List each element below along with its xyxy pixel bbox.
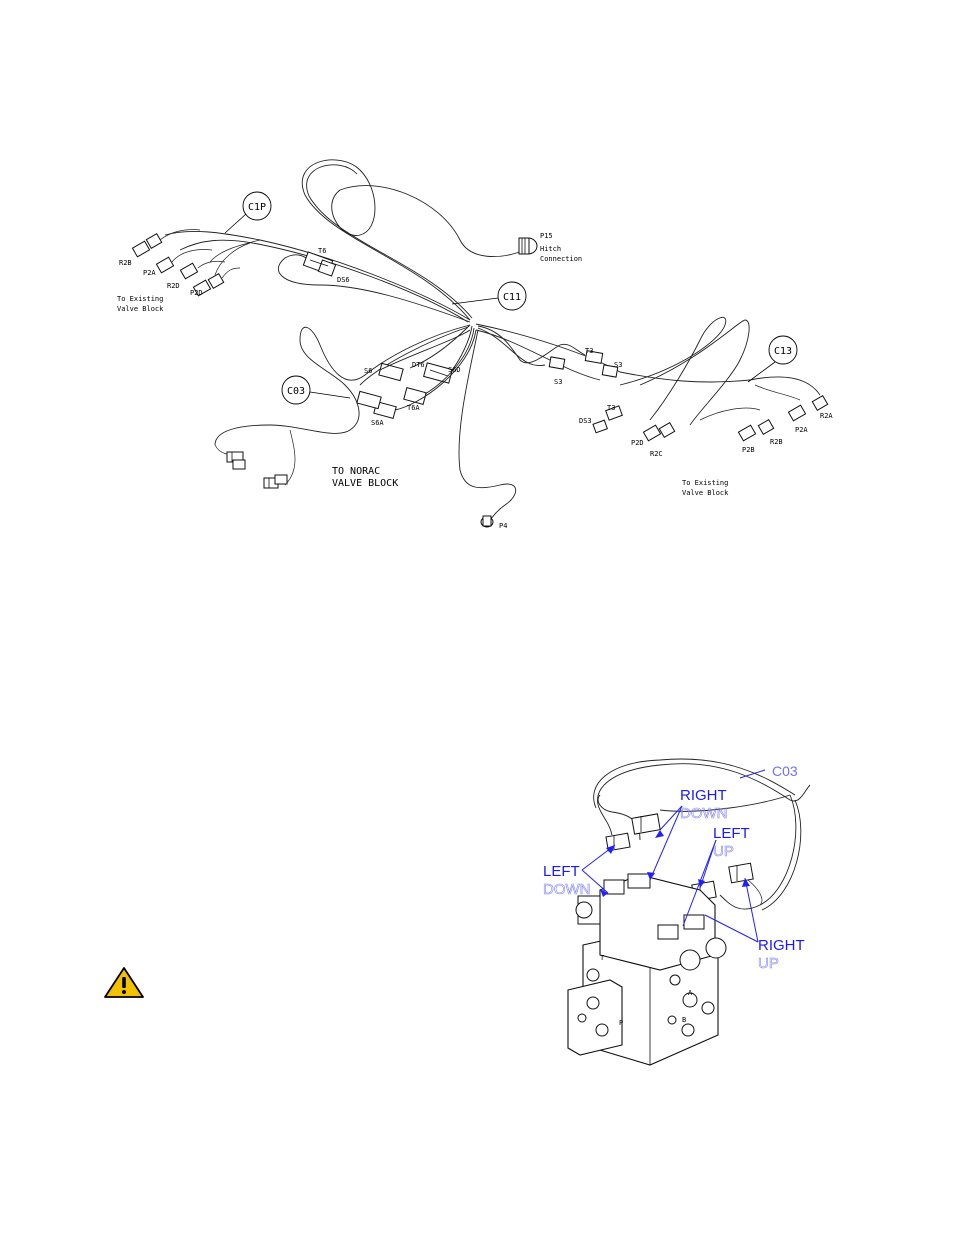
- label-left-up-1: LEFT: [713, 825, 750, 842]
- callout-c13-label: C13: [774, 346, 792, 357]
- label-left-up-2: UP: [713, 843, 734, 860]
- label-t3-mid: T3: [607, 404, 615, 412]
- note-left-existing-1: To Existing: [117, 295, 163, 303]
- label-left-r2b: R2B: [119, 259, 132, 267]
- label-s6: S6: [364, 367, 372, 375]
- label-right-up-1: RIGHT: [758, 937, 805, 954]
- port-mark-p: P: [619, 1019, 623, 1027]
- label-right-down-1: RIGHT: [680, 787, 727, 804]
- harness-diagram: C1P C11 C13 C03 P15 Hitch Connection T6 …: [117, 160, 833, 530]
- label-right-r2b: R2B: [770, 438, 783, 446]
- label-s3-top: S3: [614, 361, 622, 369]
- label-s6d: S6D: [448, 366, 461, 374]
- label-left-p2a: P2A: [143, 269, 156, 277]
- label-dt6: DT6: [412, 361, 425, 369]
- label-s3-left: S3: [554, 378, 562, 386]
- label-right-p2a: P2A: [795, 426, 808, 434]
- label-left-r2d: R2D: [167, 282, 180, 290]
- label-p4: P4: [499, 522, 507, 530]
- label-t6: T6: [318, 247, 326, 255]
- label-ds3: DS3: [579, 417, 592, 425]
- note-norac-2: VALVE BLOCK: [332, 478, 398, 489]
- callout-c03-blue: C03: [772, 763, 798, 779]
- t6-connector: [303, 252, 335, 276]
- callout-c03-label: C03: [287, 386, 305, 397]
- port-mark-b: B: [682, 1016, 686, 1024]
- label-left-down-1: LEFT: [543, 863, 580, 880]
- label-p15: P15: [540, 232, 553, 240]
- label-right-up-2: UP: [758, 955, 779, 972]
- label-right-r2a: R2A: [820, 412, 833, 420]
- note-right-existing-1: To Existing: [682, 479, 728, 487]
- callout-c13: C13: [748, 336, 797, 382]
- label-t3-top: T3: [585, 347, 593, 355]
- warning-triangle-icon: [105, 968, 143, 997]
- label-right-down-2: DOWN: [680, 805, 728, 822]
- p15-connector: [519, 238, 537, 254]
- label-ds6: DS6: [337, 276, 350, 284]
- label-t6a: T6A: [407, 404, 420, 412]
- callout-c11-label: C11: [503, 292, 521, 303]
- valve-block-diagram: C03: [543, 759, 810, 1065]
- note-right-existing-2: Valve Block: [682, 489, 729, 497]
- callout-c11: C11: [452, 282, 526, 310]
- label-s6a: S6A: [371, 419, 384, 427]
- label-right-p2b: P2B: [742, 446, 755, 454]
- label-connection: Connection: [540, 255, 582, 263]
- note-left-existing-2: Valve Block: [117, 305, 164, 313]
- label-hitch: Hitch: [540, 245, 561, 253]
- callout-c1p: C1P: [225, 192, 271, 233]
- callout-c1p-label: C1P: [248, 202, 266, 213]
- label-right-p2d: P2D: [631, 439, 644, 447]
- valve-block: T A B P: [568, 874, 726, 1065]
- note-norac-1: TO NORAC: [332, 466, 380, 477]
- left-connector-group: [132, 229, 240, 295]
- right-connectors: [549, 351, 827, 441]
- norac-connectors: [227, 452, 287, 488]
- label-right-r2c: R2C: [650, 450, 663, 458]
- label-left-p2d: P2D: [190, 289, 203, 297]
- p4-connector: [481, 516, 493, 527]
- label-left-down-2: DOWN: [543, 881, 591, 898]
